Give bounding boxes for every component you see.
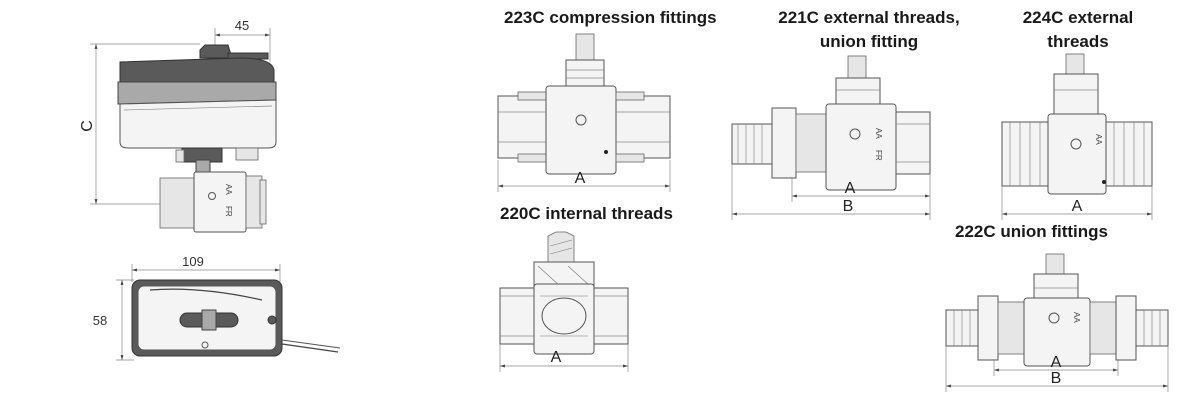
dim-actuator-height: C <box>79 120 96 132</box>
valve-223c-drawing: A <box>497 33 671 192</box>
actuator-top-view: 109 58 <box>93 254 341 361</box>
title-223c: 223C compression fittings <box>504 8 717 27</box>
title-224c-line2: threads <box>1047 32 1109 51</box>
dim-223c-a: A <box>575 170 586 187</box>
dim-221c-b: B <box>843 198 854 215</box>
title-224c-line1: 224C external <box>1022 8 1134 27</box>
valve-221c-marking-fr: FR <box>874 150 883 161</box>
dim-top-length: 109 <box>182 254 204 269</box>
valve-220c-drawing: A <box>499 231 629 372</box>
valve-marking-fr: FR <box>224 206 233 217</box>
dim-actuator-width: 45 <box>235 18 249 33</box>
dim-220c-a: A <box>551 349 562 366</box>
title-222c: 222C union fittings <box>955 222 1108 241</box>
title-221c-line1: 221C external threads, <box>778 8 960 27</box>
valve-marking-aa: AA <box>224 184 233 195</box>
actuator-side-view: 45 C AA FR <box>79 18 277 233</box>
valve-224c-marking-aa: AA <box>1094 134 1103 145</box>
title-220c: 220C internal threads <box>500 204 673 223</box>
dim-222c-a: A <box>1051 354 1062 371</box>
valve-221c-marking-aa: AA <box>874 128 883 139</box>
title-221c-line2: union fitting <box>819 32 919 51</box>
dim-221c-a: A <box>845 180 856 197</box>
valve-222c-marking-aa: AA <box>1072 312 1081 323</box>
dim-224c-a: A <box>1072 198 1083 215</box>
valve-224c-drawing: AA A <box>1001 53 1153 220</box>
dim-222c-b: B <box>1051 370 1062 387</box>
dim-top-width: 58 <box>93 313 107 328</box>
valve-222c-drawing: AA A B <box>945 253 1169 392</box>
valve-221c-drawing: AA FR A B <box>731 55 931 220</box>
